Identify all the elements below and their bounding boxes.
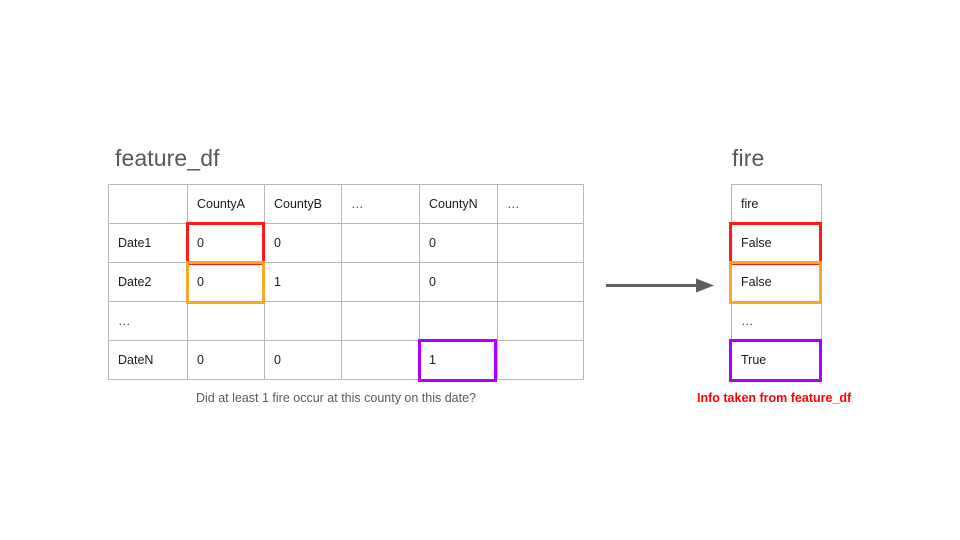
cell-date2-gap — [341, 262, 420, 302]
row-index-date2: Date2 — [108, 262, 188, 302]
cell-date2-countya: 0 — [187, 262, 265, 302]
cell-daten-countya: 0 — [187, 340, 265, 380]
feature-df-table: CountyA CountyB … CountyN … Date1 0 0 0 … — [108, 184, 584, 380]
cell-daten-countyb: 0 — [264, 340, 342, 380]
cell-date1-countya: 0 — [187, 223, 265, 263]
row-index-daten: DateN — [108, 340, 188, 380]
table-row: True — [731, 340, 822, 380]
cell-date2-countyb: 1 — [264, 262, 342, 302]
cell-ellipsis-gap — [341, 301, 420, 341]
row-index-ellipsis: … — [108, 301, 188, 341]
cell-daten-countyn: 1 — [419, 340, 498, 380]
cell-ellipsis-countyn — [419, 301, 498, 341]
cell-date2-tail — [497, 262, 584, 302]
row-index-date1: Date1 — [108, 223, 188, 263]
table-row: … — [108, 301, 584, 341]
feature-df-title: feature_df — [115, 145, 220, 171]
fire-header-row: fire — [731, 184, 822, 224]
cell-date1-countyn: 0 — [419, 223, 498, 263]
header-cell-countyn: CountyN — [419, 184, 498, 224]
header-cell-countya: CountyA — [187, 184, 265, 224]
cell-ellipsis-countyb — [264, 301, 342, 341]
flow-arrow-icon — [606, 278, 714, 293]
cell-daten-gap — [341, 340, 420, 380]
table-row: False — [731, 223, 822, 263]
table-row: Date1 0 0 0 — [108, 223, 584, 263]
fire-cell-ellipsis: … — [731, 301, 822, 341]
table-row: False — [731, 262, 822, 302]
header-cell-gap: … — [341, 184, 420, 224]
header-cell-tail: … — [497, 184, 584, 224]
fire-source-caption: Info taken from feature_df — [697, 391, 852, 405]
cell-date2-countyn: 0 — [419, 262, 498, 302]
fire-cell-rown: True — [731, 340, 822, 380]
table-row: … — [731, 301, 822, 341]
cell-ellipsis-tail — [497, 301, 584, 341]
header-cell-countyb: CountyB — [264, 184, 342, 224]
cell-date1-countyb: 0 — [264, 223, 342, 263]
header-corner-cell — [108, 184, 188, 224]
cell-date1-tail — [497, 223, 584, 263]
cell-daten-tail — [497, 340, 584, 380]
cell-ellipsis-countya — [187, 301, 265, 341]
fire-cell-row2: False — [731, 262, 822, 302]
fire-header-cell: fire — [731, 184, 822, 224]
cell-date1-gap — [341, 223, 420, 263]
table-row: Date2 0 1 0 — [108, 262, 584, 302]
table-header-row: CountyA CountyB … CountyN … — [108, 184, 584, 224]
fire-table: fire False False … True — [731, 184, 822, 380]
fire-title: fire — [732, 145, 765, 171]
fire-cell-row1: False — [731, 223, 822, 263]
feature-df-caption: Did at least 1 fire occur at this county… — [196, 391, 477, 405]
table-row: DateN 0 0 1 — [108, 340, 584, 380]
